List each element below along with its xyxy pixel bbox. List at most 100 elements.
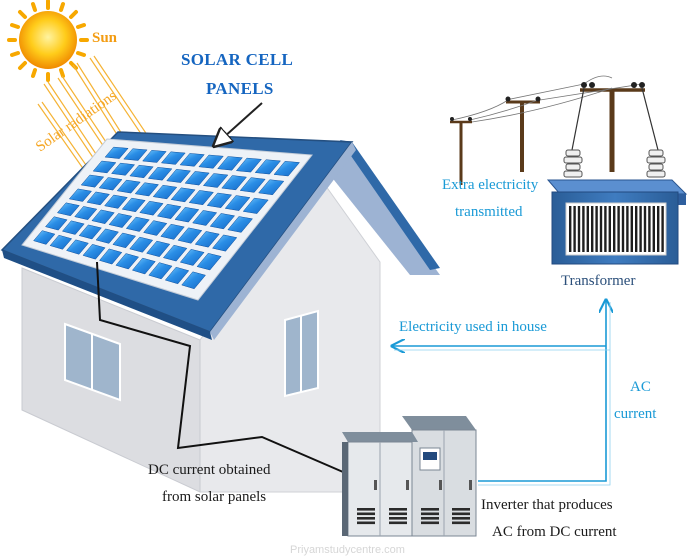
panel-cell	[184, 171, 210, 186]
inverter-vent-slot	[357, 517, 375, 520]
panel-cell	[49, 234, 73, 250]
panel-cell	[129, 236, 154, 253]
transformer-label: Transformer	[561, 273, 635, 289]
panel-cell	[242, 197, 269, 214]
transformer-fin	[648, 206, 651, 252]
inverter-vent-slot	[389, 512, 407, 516]
panel-cell	[61, 220, 85, 235]
panel-cell	[164, 266, 190, 285]
panel-cell	[188, 190, 214, 206]
panel-cell	[177, 227, 203, 244]
panel-cell	[166, 169, 191, 183]
transformer-fin	[586, 206, 589, 252]
side-window	[64, 322, 121, 402]
panel-cell	[227, 216, 253, 233]
panel-cell	[74, 206, 98, 220]
inverter-vents	[357, 508, 470, 525]
panel-cell	[95, 228, 119, 244]
insulators	[450, 82, 645, 121]
transformer-fin	[657, 206, 660, 252]
solar-cell-panel	[21, 138, 313, 301]
panel-cell	[125, 216, 150, 232]
panel-cell	[99, 248, 123, 265]
panel-cell	[91, 209, 115, 224]
panel-pointer-arrow	[214, 102, 263, 146]
panel-cell	[209, 213, 236, 230]
panel-cell	[66, 239, 89, 255]
panel-cell	[104, 194, 128, 209]
transformer-fin	[652, 206, 655, 252]
transformer-fin	[621, 206, 625, 252]
transformer-fin	[591, 206, 594, 252]
panel-cell	[156, 203, 182, 219]
panel-cell	[111, 162, 136, 176]
transformer-fin	[608, 206, 611, 252]
sun-label: Sun	[92, 30, 118, 46]
panel-cell	[179, 249, 205, 266]
panel-cell	[142, 150, 167, 163]
panel-cell	[162, 244, 188, 262]
transformer-fins	[569, 206, 664, 252]
panel-cell	[146, 240, 171, 257]
panel-cell	[202, 173, 229, 188]
panel-cell	[217, 156, 243, 171]
panel-cell	[235, 157, 262, 173]
panel-cell	[121, 197, 146, 213]
panel-cell	[221, 175, 247, 191]
transformer-fin	[635, 206, 638, 252]
panel-cell	[212, 234, 238, 252]
panel-cell	[134, 182, 159, 197]
inverter-line1: Inverter that produces	[481, 497, 613, 513]
inverter-vent-slot	[357, 521, 375, 525]
panel-cell	[68, 188, 92, 202]
panel-cell	[273, 161, 301, 177]
ac-current-line1: AC	[630, 379, 651, 395]
transformer-fin	[577, 206, 581, 252]
panel-cell	[104, 146, 129, 159]
panel-cell	[45, 216, 68, 231]
inverter-vent-slot	[421, 517, 439, 520]
panel-cell	[181, 271, 206, 290]
panel-cell	[152, 184, 178, 200]
transformer-fin	[617, 206, 620, 252]
inverter-vent-slot	[452, 508, 470, 511]
panel-cell	[192, 210, 218, 226]
panel-cell	[139, 200, 164, 216]
panel-cell	[116, 179, 141, 194]
dc-current-line2: from solar panels	[162, 489, 266, 505]
panel-cell-grid	[33, 146, 301, 290]
watermark: Priyamstudycentre.com	[290, 544, 405, 556]
panel-cell	[86, 191, 110, 206]
front-window	[284, 309, 319, 398]
panel-cell	[198, 154, 224, 169]
panel-cell	[194, 231, 220, 248]
inverter-vent-slot	[357, 508, 375, 511]
panel-cell	[108, 213, 133, 228]
panel-cell	[196, 253, 222, 271]
panel-cell	[78, 224, 102, 240]
inverter-vent-slot	[452, 512, 470, 516]
panel-cell	[33, 230, 56, 245]
panel-cell	[112, 232, 137, 249]
panel-cell	[98, 177, 123, 191]
panel-cell	[56, 202, 80, 217]
dc-current-line1: DC current obtained	[148, 462, 271, 478]
panel-cell	[129, 164, 154, 179]
inverter-vent-slot	[421, 508, 439, 511]
panel-cell	[148, 262, 173, 280]
panel-cell	[80, 174, 105, 188]
inverter-vent-slot	[421, 512, 439, 516]
inverter-vent-slot	[357, 512, 375, 516]
transformer-fin	[569, 206, 572, 252]
panel-cell	[239, 177, 266, 193]
sun-icon	[7, 0, 89, 82]
inverter-vent-slot	[389, 521, 407, 525]
panel-cell	[131, 257, 156, 275]
inverter-icon	[342, 416, 477, 537]
inverter-vent-slot	[452, 517, 470, 520]
inverter-vent-slot	[389, 508, 407, 511]
transformer-fin	[661, 206, 664, 252]
panel-cell	[143, 220, 168, 236]
